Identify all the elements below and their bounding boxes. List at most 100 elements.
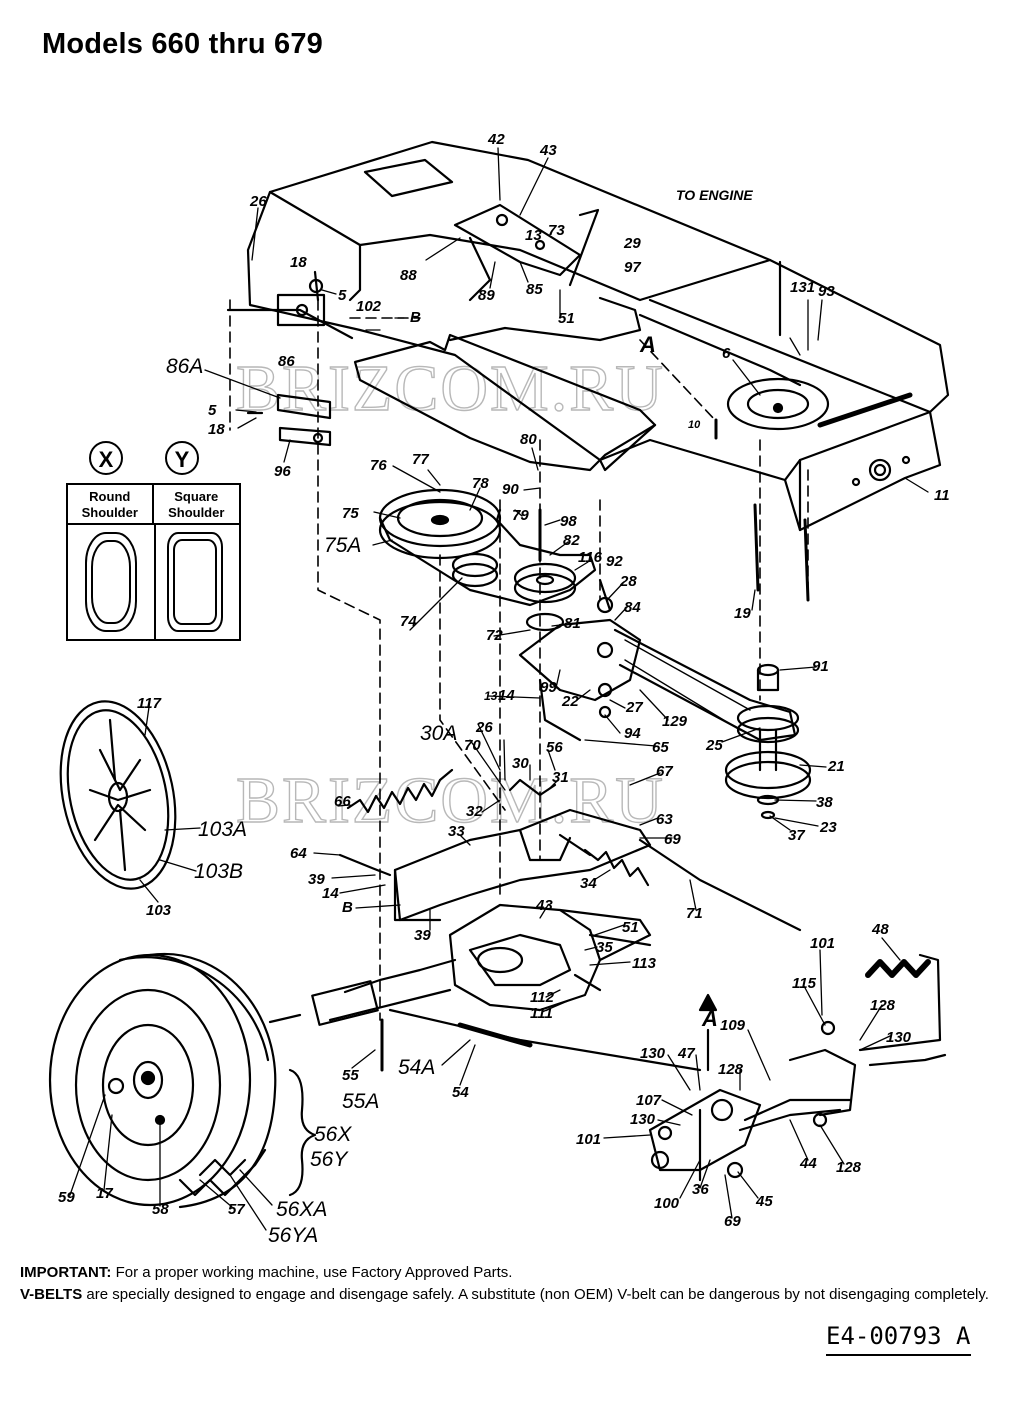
- vbelts-line: V-BELTS are specially designed to engage…: [20, 1284, 1010, 1306]
- callout: 82: [563, 532, 580, 549]
- callout: 51: [558, 310, 575, 327]
- callout: 80: [520, 431, 537, 448]
- callout: 57: [228, 1201, 245, 1218]
- callout: 25: [705, 737, 723, 754]
- callout: 130: [886, 1029, 912, 1046]
- callout: 115: [792, 975, 817, 992]
- callout: 77: [412, 451, 429, 468]
- callout: 129: [662, 713, 688, 730]
- callout: 94: [624, 725, 641, 742]
- callout: 18: [290, 254, 307, 271]
- callout: 79: [512, 507, 529, 524]
- idler-pulley-large: [378, 488, 502, 560]
- callout: 51: [622, 919, 639, 936]
- callout: 73: [548, 222, 565, 239]
- idler-pulley-74: [451, 552, 499, 588]
- callout: 128: [870, 997, 896, 1014]
- arrow-a: [698, 993, 718, 1012]
- callout: 23: [819, 819, 837, 836]
- callout: 96: [274, 463, 291, 480]
- callout: 91: [812, 658, 829, 675]
- belt-guard-plate: [353, 333, 657, 472]
- callout: 14: [322, 885, 339, 902]
- spring-54A: [457, 1022, 533, 1048]
- important-notes: IMPORTANT: For a proper working machine,…: [20, 1262, 1010, 1306]
- callout: 34: [580, 875, 597, 892]
- frame-body: [226, 140, 950, 532]
- callout: 103A: [198, 818, 247, 841]
- callout: 78: [472, 475, 489, 492]
- callout: 35: [596, 939, 613, 956]
- callout: 47: [677, 1045, 695, 1062]
- to-engine-label: TO ENGINE: [676, 187, 753, 203]
- callout: 56XA: [276, 1198, 327, 1221]
- leader-lines: [69, 147, 929, 1231]
- shoulder-shapes: [85, 532, 223, 632]
- callout: 58: [152, 1201, 169, 1218]
- callout: 89: [478, 287, 495, 304]
- shift-bracket: [453, 203, 600, 302]
- callout: 13: [484, 689, 498, 703]
- shoulder-legend: Round Shoulder Square Shoulder: [66, 483, 241, 641]
- callout: 76: [370, 457, 387, 474]
- callout: 103B: [194, 860, 243, 883]
- callout: 30A: [420, 722, 457, 745]
- callout: 63: [656, 811, 673, 828]
- callout-labels: 42 43 26 73 13 29 97 88 89 85 51 18 5 10…: [58, 131, 950, 1247]
- watermark-bottom: BRIZCOM.RU: [236, 764, 665, 837]
- callout: 102: [356, 298, 382, 315]
- callout: 48: [871, 921, 889, 938]
- engine-pulley: [724, 663, 812, 820]
- callout: 55A: [342, 1090, 379, 1113]
- callout: 101: [576, 1131, 601, 1148]
- callout: 56: [546, 739, 563, 756]
- callout: 39: [308, 871, 325, 888]
- important-line: IMPORTANT: For a proper working machine,…: [20, 1262, 1010, 1284]
- engine-bolt: [753, 503, 760, 592]
- rod-64: [338, 853, 392, 877]
- square-shoulder-inner: [173, 539, 217, 625]
- shift-rod: [448, 296, 642, 342]
- transaxle: [268, 903, 652, 1026]
- callout: 70: [464, 737, 481, 754]
- variant-y-badge: Y: [165, 441, 199, 475]
- callout: 37: [788, 827, 805, 844]
- callout: 43: [535, 897, 553, 914]
- callout: 42: [487, 131, 505, 148]
- callout: 86: [278, 353, 295, 370]
- square-shoulder-label: Square Shoulder: [153, 485, 239, 525]
- callout: 75A: [324, 534, 361, 557]
- callout: 92: [606, 553, 623, 570]
- rod-54: [388, 1008, 702, 1072]
- drive-belt: [378, 508, 597, 607]
- callout: 29: [623, 235, 641, 252]
- callout: 31: [552, 769, 569, 786]
- callout: 111: [530, 1005, 553, 1022]
- round-shoulder-shape: [85, 532, 137, 632]
- round-shoulder-label: Round Shoulder: [68, 485, 154, 525]
- engine-bolt: [803, 518, 810, 602]
- callout: 128: [718, 1061, 744, 1078]
- callout: 11: [934, 487, 950, 504]
- rear-wheel: [48, 952, 277, 1209]
- vbelts-text: are specially designed to engage and dis…: [86, 1286, 989, 1303]
- callout: 69: [724, 1213, 741, 1230]
- callout: 128: [836, 1159, 862, 1176]
- callout: 54A: [398, 1056, 435, 1079]
- callout: 88: [400, 267, 417, 284]
- callout: B: [342, 899, 353, 916]
- callout: 33: [448, 823, 465, 840]
- callout: 116: [578, 549, 603, 566]
- callout: A: [701, 1006, 718, 1031]
- square-shoulder-shape: [167, 532, 223, 632]
- callout: 66: [334, 793, 351, 810]
- callout: 17: [96, 1185, 113, 1202]
- callout: 67: [656, 763, 673, 780]
- callout: 56YA: [268, 1224, 318, 1247]
- nut: [308, 278, 324, 294]
- callout: 6: [722, 345, 731, 362]
- idler-pulley-82: [513, 562, 577, 604]
- callout: 107: [636, 1092, 662, 1109]
- idler-arm-assembly: [518, 578, 642, 742]
